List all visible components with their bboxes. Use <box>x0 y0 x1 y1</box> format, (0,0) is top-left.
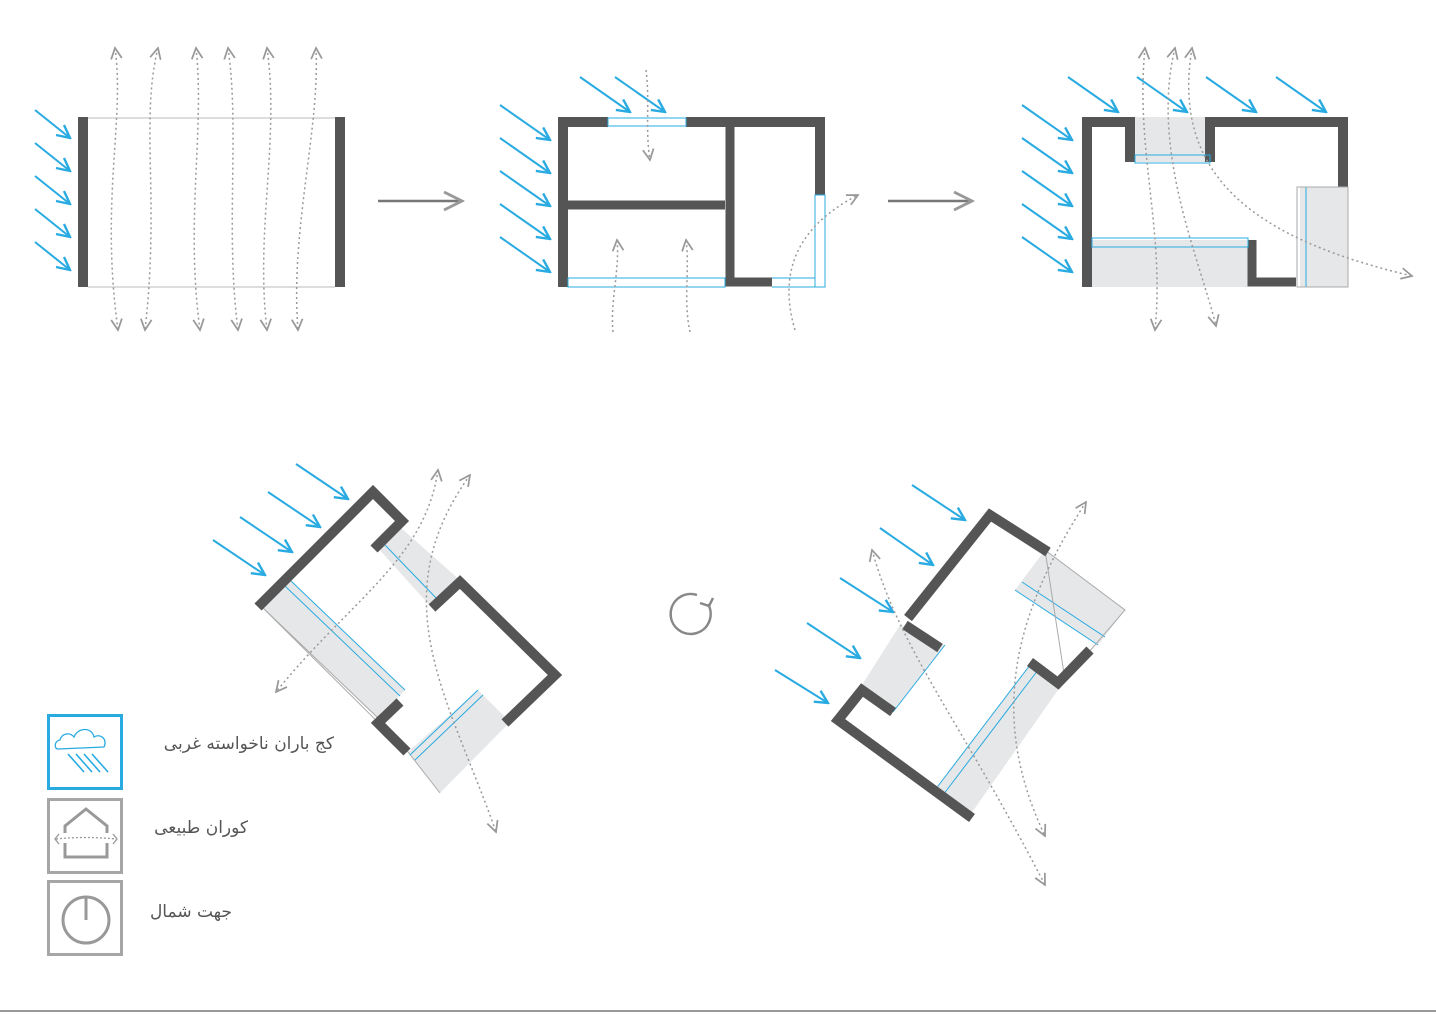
airflow-lines <box>111 48 316 330</box>
legend-rain-label: کج باران ناخواسته غربی <box>163 734 334 754</box>
plan-2-partitioned <box>499 69 858 333</box>
house-airflow-icon <box>54 807 118 859</box>
rain-cloud-icon <box>54 728 109 773</box>
rotate-clockwise-icon <box>669 592 715 636</box>
plan-1-open <box>34 48 345 330</box>
rain-arrows <box>34 109 70 270</box>
plan-rotated-a <box>212 463 563 832</box>
legend-north-label: جهت شمال <box>149 902 232 922</box>
north-direction-icon <box>61 895 111 945</box>
bottom-divider <box>0 1010 1436 1012</box>
plan-rotated-b <box>774 484 1126 885</box>
legend-rain-box <box>47 714 123 790</box>
plan-3-buffer-zones <box>1021 48 1412 330</box>
legend-ventilation-box <box>47 798 123 874</box>
legend-north-box <box>47 880 123 956</box>
legend-ventilation-label: کوران طبیعی <box>154 818 248 838</box>
